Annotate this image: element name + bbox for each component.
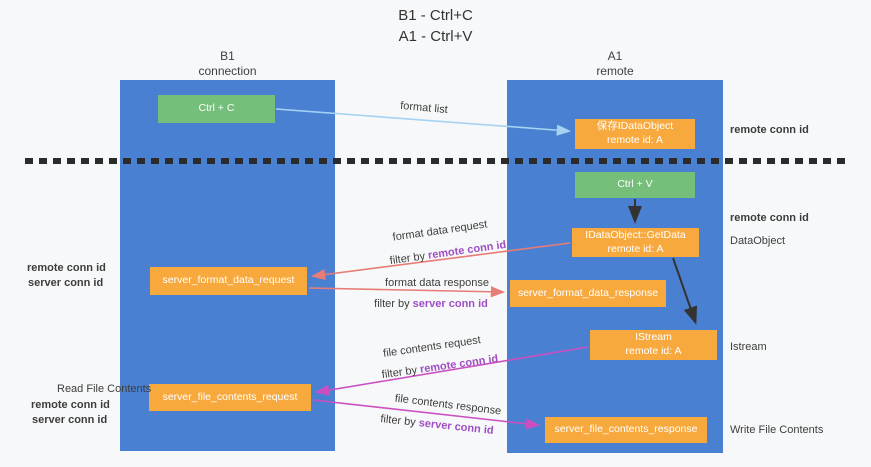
column-b1-role: connection xyxy=(198,64,257,78)
title-line-2: A1 - Ctrl+V xyxy=(398,28,473,45)
label-remote-conn-id-mid-right: remote conn id xyxy=(730,212,809,224)
node-server-file-contents-response: server_file_contents_response xyxy=(545,417,707,443)
annotation-format-data-response: format data response xyxy=(385,277,489,289)
column-a1-role: remote xyxy=(596,64,634,78)
node-server-format-data-response: server_format_data_response xyxy=(510,280,666,307)
annotation-file-contents-response: file contents response xyxy=(394,392,502,418)
annotation-file-contents-request: file contents request xyxy=(382,334,482,360)
annotation-filter-format-response: filter by server conn id xyxy=(374,298,488,310)
label-istream: Istream xyxy=(730,341,767,353)
node-save-idataobject-line2: remote id: A xyxy=(606,134,664,146)
node-ctrl-c-label: Ctrl + C xyxy=(198,102,235,115)
node-format-request-label: server_format_data_request xyxy=(162,274,295,287)
node-file-request-label: server_file_contents_request xyxy=(162,390,298,403)
node-istream: IStream remote id: A xyxy=(590,330,717,360)
label-read-file-contents: Read File Contents xyxy=(57,383,152,395)
annotation-filter-file-response: filter by server conn id xyxy=(380,413,494,437)
node-idataobject-getdata: IDataObject::GetData remote id: A xyxy=(572,228,699,257)
label-remote-conn-id-top-right: remote conn id xyxy=(730,124,809,136)
filter-by-text: filter by xyxy=(379,413,420,430)
node-file-response-label: server_file_contents_response xyxy=(554,423,698,436)
column-a1-name: A1 xyxy=(607,49,623,63)
title-line-1: B1 - Ctrl+C xyxy=(398,7,473,24)
column-header-a1: A1 remote xyxy=(507,49,723,79)
remote-conn-id-text: remote conn id xyxy=(419,352,499,376)
node-save-idataobject-line1: 保存IDataObject xyxy=(596,120,674,133)
remote-conn-id-text: remote conn id xyxy=(427,238,507,262)
node-getdata-line1: IDataObject::GetData xyxy=(585,228,686,241)
node-ctrl-v-label: Ctrl + V xyxy=(617,178,653,191)
diagram-title: B1 - Ctrl+C A1 - Ctrl+V xyxy=(0,5,871,47)
label-dataobject: DataObject xyxy=(730,235,786,247)
node-ctrl-v: Ctrl + V xyxy=(575,172,695,198)
server-conn-id-text: server conn id xyxy=(412,298,488,310)
filter-by-text: filter by xyxy=(374,298,413,310)
label-write-file-contents: Write File Contents xyxy=(730,424,824,436)
node-server-format-data-request: server_format_data_request xyxy=(150,267,307,295)
filter-by-text: filter by xyxy=(381,363,421,382)
annotation-format-list: format list xyxy=(399,99,449,117)
label-remote-conn-id-bottom-left: remote conn id xyxy=(31,399,110,411)
node-ctrl-c: Ctrl + C xyxy=(158,95,275,123)
column-header-b1: B1 connection xyxy=(120,49,335,79)
filter-by-text: filter by xyxy=(389,249,429,268)
label-remote-conn-id-top-left: remote conn id xyxy=(27,262,106,274)
label-server-conn-id-bottom-left: server conn id xyxy=(32,414,108,426)
node-getdata-line2: remote id: A xyxy=(607,242,664,255)
node-format-response-label: server_format_data_response xyxy=(517,286,659,299)
annotation-filter-format-request: filter by remote conn id xyxy=(389,239,507,267)
node-istream-line1: IStream xyxy=(635,331,672,344)
node-istream-line2: remote id: A xyxy=(625,345,682,357)
node-save-idataobject: 保存IDataObject remote id: A xyxy=(575,119,695,149)
node-server-file-contents-request: server_file_contents_request xyxy=(149,384,311,411)
column-b1-name: B1 xyxy=(220,49,235,63)
label-server-conn-id-top-left: server conn id xyxy=(28,277,104,289)
server-conn-id-text: server conn id xyxy=(418,417,495,437)
annotation-format-data-request: format data request xyxy=(391,218,489,244)
